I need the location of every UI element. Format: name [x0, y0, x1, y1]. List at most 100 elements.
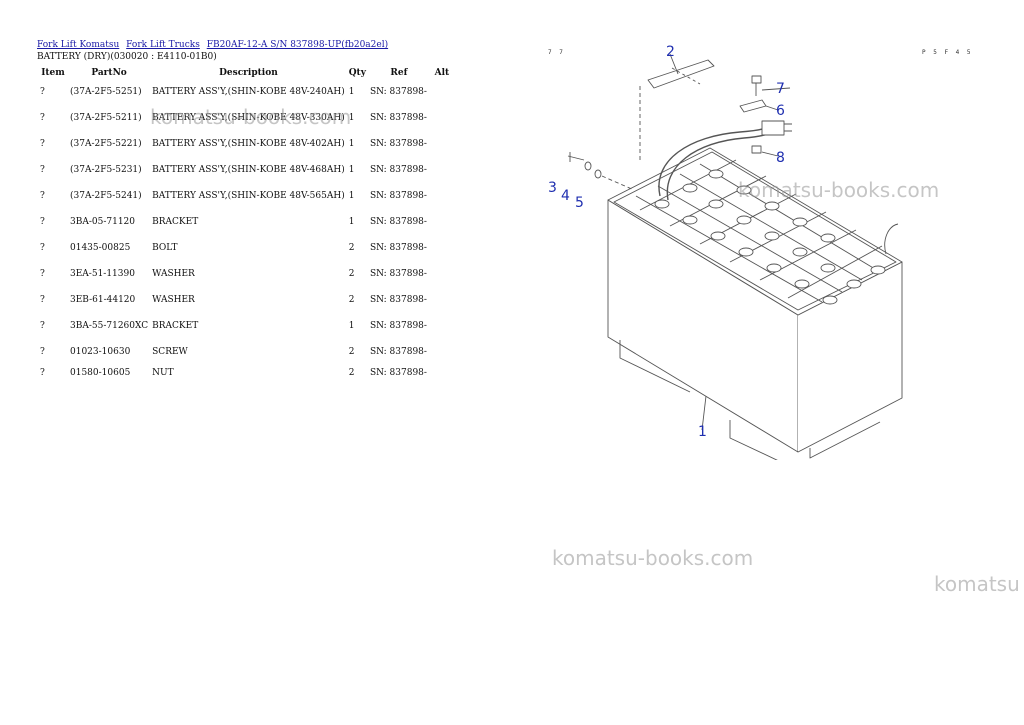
cell-qty: 1	[348, 217, 355, 227]
watermark-text: komatsu	[934, 572, 1020, 596]
bracket-part	[647, 59, 715, 89]
cell-qty: 1	[348, 191, 355, 201]
cell-description: BATTERY ASS'Y,(SHIN-KOBE 48V-468AH)	[152, 165, 345, 175]
cell-ref: SN: 837898-	[369, 295, 427, 305]
cell-qty: 2	[348, 347, 355, 357]
cell-alt	[430, 365, 454, 381]
cell-item: ?	[40, 139, 45, 149]
cell-partno: 3BA-55-71260XC	[70, 321, 149, 331]
cell-qty: 1	[348, 321, 355, 331]
cell-ref: SN: 837898-	[369, 368, 427, 378]
cell-alt	[430, 209, 454, 235]
cell-ref: SN: 837898-	[369, 139, 427, 149]
callout-8: 8	[776, 150, 785, 166]
cell-description: BOLT	[152, 243, 178, 253]
battery-exploded-diagram: 1 2 3 4 5 6 7 8	[548, 44, 903, 460]
cell-ref: SN: 837898-	[369, 269, 427, 279]
breadcrumb-link-model[interactable]: FB20AF-12-A S/N 837898-UP(fb20a2el)	[206, 40, 389, 50]
cell-description: BRACKET	[152, 321, 199, 331]
header-alt: Alt	[434, 67, 450, 78]
cell-partno: 3EA-51-11390	[70, 269, 135, 279]
cell-partno: (37A-2F5-5211)	[70, 113, 142, 123]
cell-alt	[430, 235, 454, 261]
table-row: ? (37A-2F5-5251) BATTERY ASS'Y,(SHIN-KOBE …	[34, 79, 454, 105]
cell-item: ?	[40, 243, 45, 253]
cell-partno: (37A-2F5-5241)	[70, 191, 142, 201]
cell-description: BATTERY ASS'Y,(SHIN-KOBE 48V-402AH)	[152, 139, 345, 149]
callout-7: 7	[776, 81, 785, 97]
cell-description: WASHER	[152, 269, 195, 279]
cell-ref: SN: 837898-	[369, 321, 427, 331]
table-row: ? 01435-00825 BOLT 2 SN: 837898-	[34, 235, 454, 261]
nut-part	[751, 145, 762, 154]
header-partno: PartNo	[91, 67, 127, 78]
cell-ref: SN: 837898-	[369, 243, 427, 253]
table-row: ?(37A-2F5-5231)BATTERY ASS'Y,(SHIN-KOBE …	[34, 157, 454, 183]
battery-cable	[658, 127, 767, 197]
table-row: ? 3EA-51-11390 WASHER 2 SN: 837898-	[34, 261, 454, 287]
cell-item: ?	[40, 269, 45, 279]
table-header-row: Item PartNo Description Qty Ref Alt	[34, 66, 454, 79]
watermark-text: komatsu-books.com	[552, 546, 754, 570]
washer-part-a	[584, 161, 592, 171]
cell-ref: SN: 837898-	[369, 87, 427, 97]
cell-partno: 01580-10605	[70, 368, 131, 378]
battery-connector	[761, 120, 785, 136]
cell-alt	[430, 287, 454, 313]
cell-item: ?	[40, 87, 45, 97]
cell-alt	[430, 105, 454, 131]
cell-item: ?	[40, 113, 45, 123]
cell-item: ?	[40, 321, 45, 331]
cell-qty: 2	[348, 269, 355, 279]
cell-partno: 01435-00825	[70, 243, 131, 253]
cell-alt	[430, 131, 454, 157]
section-title: BATTERY (DRY)(030020 : E4110-01B0)	[37, 52, 217, 62]
battery-case-top	[607, 147, 903, 316]
table-row: ? 01580-10605 NUT 2 SN: 837898-	[34, 365, 454, 381]
watermark-text: komatsu-books.com	[738, 178, 940, 202]
cell-description: BRACKET	[152, 217, 199, 227]
cell-description: BATTERY ASS'Y,(SHIN-KOBE 48V-240AH)	[152, 87, 345, 97]
cell-qty: 2	[348, 368, 355, 378]
cell-qty: 2	[348, 243, 355, 253]
breadcrumb-link-brand[interactable]: Fork Lift Komatsu	[37, 40, 120, 50]
cell-qty: 1	[348, 139, 355, 149]
header-ref: Ref	[390, 67, 408, 78]
cell-description: BATTERY ASS'Y,(SHIN-KOBE 48V-565AH)	[152, 191, 345, 201]
cell-ref: SN: 837898-	[369, 191, 427, 201]
cell-item: ?	[40, 191, 45, 201]
breadcrumb: Fork Lift Komatsu Fork Lift Trucks FB20A…	[37, 40, 392, 50]
screw-head	[751, 75, 762, 84]
washer-part-b	[594, 169, 602, 179]
cell-item: ?	[40, 217, 45, 227]
cell-ref: SN: 837898-	[369, 113, 427, 123]
breadcrumb-link-category[interactable]: Fork Lift Trucks	[126, 40, 200, 50]
cell-item: ?	[40, 368, 45, 378]
cell-item: ?	[40, 347, 45, 357]
cell-partno: (37A-2F5-5251)	[70, 87, 142, 97]
cell-partno: 01023-10630	[70, 347, 131, 357]
header-item: Item	[41, 67, 65, 78]
callout-5: 5	[575, 195, 584, 211]
callout-6: 6	[776, 103, 785, 119]
cell-item: ?	[40, 295, 45, 305]
header-description: Description	[219, 67, 278, 78]
table-row: ? (37A-2F5-5221) BATTERY ASS'Y,(SHIN-KOBE …	[34, 131, 454, 157]
cell-partno: 3EB-61-44120	[70, 295, 136, 305]
cell-ref: SN: 837898-	[369, 347, 427, 357]
washer-plate	[739, 99, 767, 113]
cell-description: SCREW	[152, 347, 188, 357]
cell-qty: 1	[348, 113, 355, 123]
cell-alt	[430, 313, 454, 339]
cell-alt	[430, 79, 454, 105]
cell-partno: (37A-2F5-5221)	[70, 139, 142, 149]
cell-alt	[430, 183, 454, 209]
cell-description: NUT	[152, 368, 174, 378]
cell-alt	[430, 261, 454, 287]
watermark-text: komatsu-books.com	[150, 105, 352, 129]
cell-alt	[430, 157, 454, 183]
cell-alt	[430, 339, 454, 365]
table-row: ? 01023-10630 SCREW 2 SN: 837898-	[34, 339, 454, 365]
parts-table: Item PartNo Description Qty Ref Alt ?(37…	[34, 66, 454, 381]
